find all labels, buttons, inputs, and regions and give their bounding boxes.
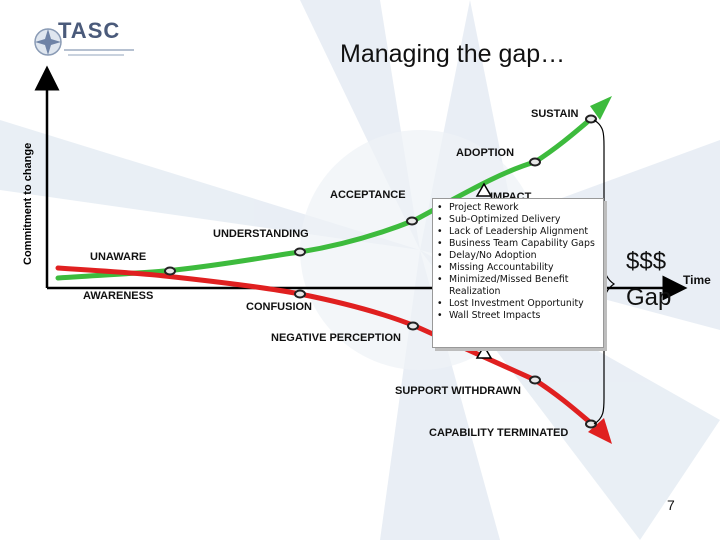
capability-terminated-marker <box>585 419 597 429</box>
positive-curve-arrowhead <box>590 96 612 120</box>
stage-label-sustain: SUSTAIN <box>531 108 579 120</box>
impact-item: Lost Investment Opportunity <box>436 298 604 310</box>
unaware-marker <box>164 266 176 276</box>
negative-perception-marker <box>407 321 419 331</box>
impact-item: Business Team Capability Gaps <box>436 238 604 250</box>
impact-item: Minimized/Missed Benefit Realization <box>436 274 604 298</box>
stage-label-support-withdrawn: SUPPORT WITHDRAWN <box>395 385 521 397</box>
impact-item: Wall Street Impacts <box>436 310 604 322</box>
stage-label-adoption: ADOPTION <box>456 147 515 159</box>
stage-label-unaware: UNAWARE <box>90 251 147 263</box>
stage-label-confusion: CONFUSION <box>246 301 312 313</box>
stage-label-capability-terminated: CAPABILITY TERMINATED <box>429 427 569 439</box>
impact-item: Lack of Leadership Alignment <box>436 226 604 238</box>
confusion-marker <box>294 289 306 299</box>
negative-curve-arrowhead <box>588 418 612 444</box>
logo-text: TASC <box>58 18 121 43</box>
gap-money-label: $$$ <box>626 248 667 275</box>
acceptance-marker <box>406 216 418 226</box>
stage-label-negative-perception: NEGATIVE PERCEPTION <box>271 332 401 344</box>
impact-item: Sub-Optimized Delivery <box>436 214 604 226</box>
x-axis-label: Time <box>683 273 711 287</box>
tasc-logo <box>34 28 134 56</box>
adoption-marker <box>529 157 541 167</box>
impact-warning-triangle-top <box>475 182 493 197</box>
slide-title: Managing the gap… <box>340 40 566 68</box>
gap-label: Gap <box>626 284 672 311</box>
impact-item: Project Rework <box>436 202 604 214</box>
impact-item: Missing Accountability <box>436 262 604 274</box>
impact-warning-triangle-bottom <box>475 344 493 359</box>
stage-label-acceptance: ACCEPTANCE <box>330 189 406 201</box>
gap-brace <box>593 119 616 425</box>
impact-item: Delay/No Adoption <box>436 250 604 262</box>
sustain-marker <box>585 114 597 124</box>
page-number: 7 <box>667 497 675 513</box>
stage-label-understanding: UNDERSTANDING <box>213 228 309 240</box>
support-withdrawn-marker <box>529 375 541 385</box>
understanding-marker <box>294 247 306 257</box>
impact-list: Project Rework Sub-Optimized Delivery La… <box>436 202 604 322</box>
stage-label-awareness: AWARENESS <box>83 290 154 302</box>
